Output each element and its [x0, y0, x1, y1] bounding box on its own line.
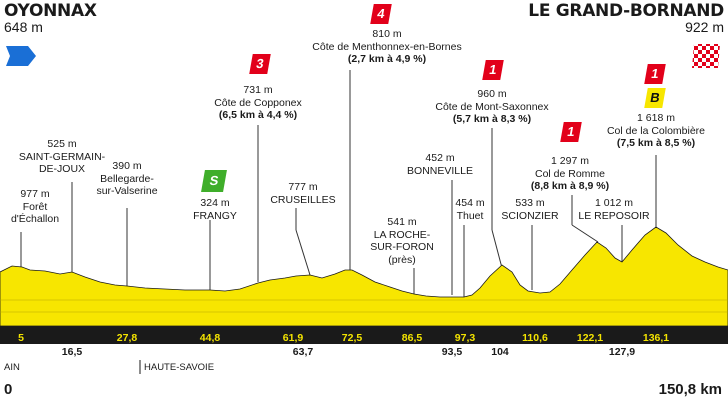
region-right: HAUTE-SAVOIE: [144, 362, 215, 373]
category-1-badge-romme: 1: [560, 122, 582, 142]
km-marker: 72,5: [341, 332, 363, 344]
profile-hatching: [0, 299, 728, 313]
finish-city: LE GRAND-BORNAND: [528, 1, 724, 21]
km-marker-lower: 93,5: [441, 346, 463, 358]
km-marker-lower: 63,7: [292, 346, 314, 358]
connector-lines: [20, 70, 657, 297]
km-marker: 86,5: [401, 332, 423, 344]
finish-flag-icon: [692, 44, 720, 68]
category-1-badge-saxonnex: 1: [482, 60, 504, 80]
km-marker-lower: 104: [491, 346, 509, 358]
km-marker: 110,6: [522, 332, 548, 344]
region-left: AIN: [4, 362, 20, 373]
distance-end: 150,8 km: [658, 381, 722, 398]
elevation-profile: [0, 226, 728, 327]
km-marker-lower: 16,5: [61, 346, 83, 358]
km-marker: 5: [18, 332, 24, 344]
distance-start: 0: [4, 381, 13, 398]
category-1-badge-colombiere: 1: [644, 64, 666, 84]
start-altitude: 648 m: [4, 19, 43, 35]
sprint-badge: S: [201, 170, 227, 192]
km-band: [0, 326, 728, 344]
category-4-badge: 4: [370, 4, 392, 24]
start-flag-icon: [6, 46, 36, 66]
km-marker: 97,3: [454, 332, 476, 344]
km-marker: 27,8: [116, 332, 138, 344]
km-marker-lower: 127,9: [608, 346, 636, 358]
bonus-badge: B: [644, 88, 666, 108]
km-marker: 136,1: [642, 332, 670, 344]
km-marker: 44,8: [199, 332, 221, 344]
km-marker: 122,1: [576, 332, 604, 344]
km-marker: 61,9: [282, 332, 304, 344]
finish-altitude: 922 m: [685, 19, 724, 35]
start-city: OYONNAX: [4, 1, 97, 21]
category-3-badge: 3: [249, 54, 271, 74]
